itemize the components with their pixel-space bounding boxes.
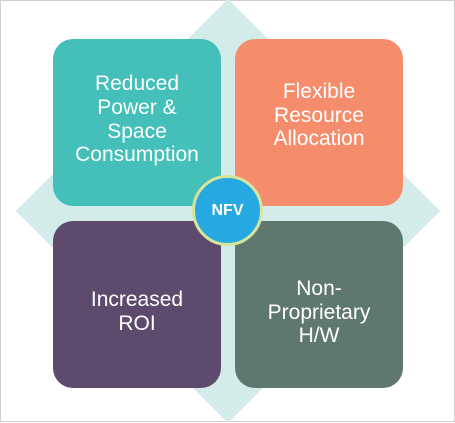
quadrant-label: Flexible Resource Allocation: [273, 79, 365, 151]
center-circle-nfv: NFV: [192, 175, 263, 246]
quadrant-label: Reduced Power & Space Consumption: [75, 71, 199, 167]
quadrant-label: Non- Proprietary H/W: [267, 276, 371, 348]
quadrant-non-proprietary-hw: Non- Proprietary H/W: [235, 221, 403, 388]
quadrant-reduced-power-space: Reduced Power & Space Consumption: [53, 39, 221, 206]
center-label: NFV: [211, 201, 244, 219]
quadrant-increased-roi: Increased ROI: [53, 221, 221, 388]
quadrant-flexible-resource-allocation: Flexible Resource Allocation: [235, 39, 403, 206]
quadrant-label: Increased ROI: [90, 287, 184, 335]
